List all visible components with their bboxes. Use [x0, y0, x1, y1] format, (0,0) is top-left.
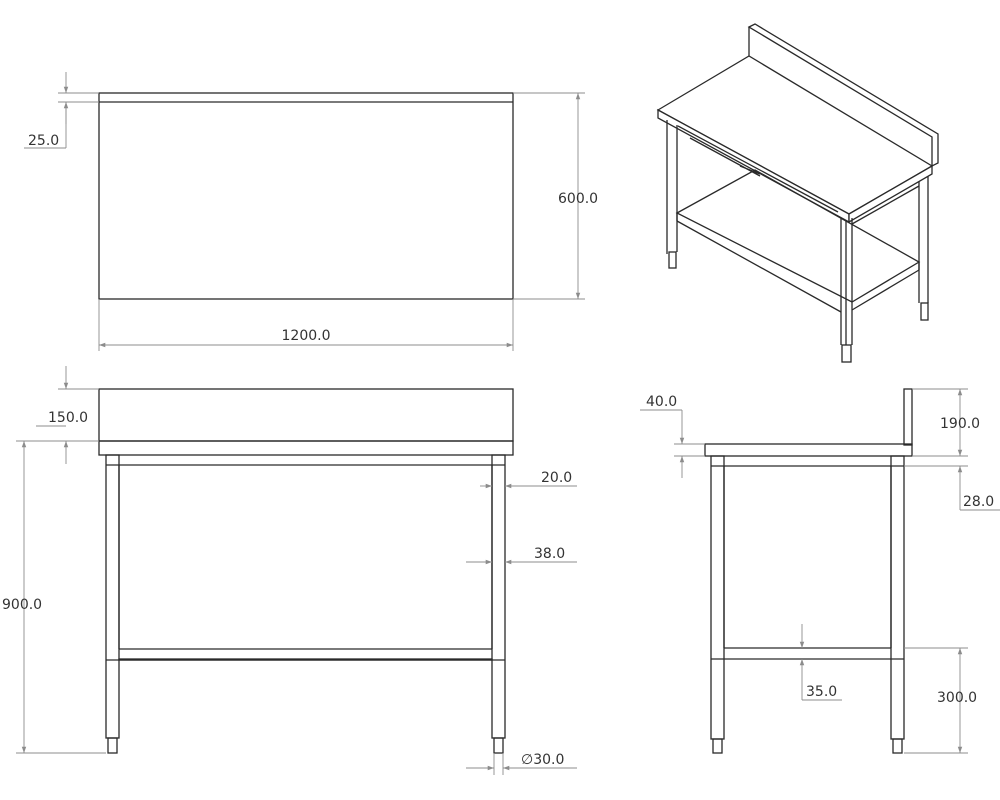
iso-front-left-leg: [666, 120, 678, 254]
dim-backsplash-rise: 190.0: [912, 388, 980, 457]
dim-depth: 600.0: [513, 92, 598, 300]
dim-top-thickness: 40.0: [640, 394, 705, 478]
dim-frame-tube: 20.0: [480, 470, 577, 489]
dim-label-35: 35.0: [806, 684, 837, 700]
dim-label-25: 25.0: [28, 133, 59, 149]
dim-label-600: 600.0: [558, 191, 598, 207]
front-left-foot: [107, 737, 118, 754]
front-right-foot: [493, 737, 504, 754]
dim-leg-section: 38.0: [466, 546, 577, 565]
side-backsplash: [903, 388, 913, 446]
dim-label-300: 300.0: [937, 690, 977, 706]
iso-back-right-leg: [918, 168, 929, 303]
front-backsplash: [98, 388, 514, 442]
dim-shelf-thickness: 35.0: [799, 624, 842, 701]
dim-shelf-height: 300.0: [904, 647, 977, 754]
dim-label-30: ∅30.0: [521, 752, 564, 768]
dim-backsplash-height: 150.0: [16, 366, 99, 464]
dim-label-190: 190.0: [940, 416, 980, 432]
dim-label-38: 38.0: [534, 546, 565, 562]
dim-label-1200: 1200.0: [282, 328, 331, 344]
front-view: 150.0 900.0 20.0 38.0 ∅30.0: [2, 366, 577, 775]
iso-back-right-foot: [920, 302, 929, 321]
side-front-leg: [710, 455, 725, 740]
dim-label-40: 40.0: [646, 394, 677, 410]
dim-backsplash-thickness: 25.0: [24, 72, 99, 149]
dim-label-150: 150.0: [48, 410, 88, 426]
iso-front-right-foot: [841, 344, 852, 363]
dim-label-20: 20.0: [541, 470, 572, 486]
dim-foot-diameter: ∅30.0: [466, 752, 577, 775]
iso-tabletop-edge-side: [848, 164, 933, 224]
side-front-foot: [712, 738, 723, 754]
iso-front-left-foot: [668, 251, 677, 269]
dim-label-28: 28.0: [963, 494, 994, 510]
iso-front-right-leg: [840, 218, 853, 345]
dim-width: 1200.0: [98, 299, 514, 351]
isometric-view: [656, 23, 939, 363]
side-view: 40.0 190.0 28.0 35.0: [640, 388, 1000, 754]
dim-overall-height: 900.0: [2, 441, 106, 754]
front-right-leg: [491, 454, 506, 739]
dim-label-900: 900.0: [2, 597, 42, 613]
side-tabletop: [704, 443, 913, 457]
dim-rail-height: 28.0: [904, 465, 1000, 511]
iso-backsplash: [747, 23, 939, 168]
side-back-foot: [892, 738, 903, 754]
top-view: 25.0 600.0 1200.0: [24, 72, 598, 351]
front-tabletop: [98, 440, 514, 456]
top-view-tabletop: [98, 92, 514, 300]
side-back-leg: [890, 455, 905, 740]
iso-front-rail: [677, 125, 839, 213]
front-left-leg: [105, 454, 120, 739]
